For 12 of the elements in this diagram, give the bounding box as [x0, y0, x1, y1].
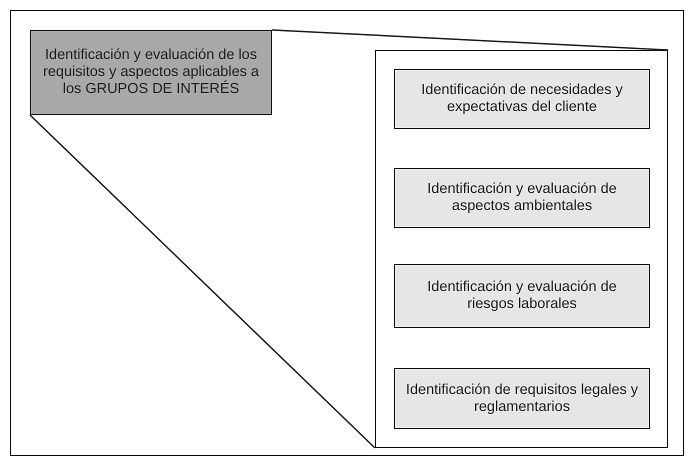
box-text: Identificación y evaluación de los requisitos y aspectos aplicables a los GRUPOS DE INTERÉS: [42, 47, 260, 98]
process-box: [394, 368, 650, 429]
box-text: Identificación y evaluación de riesgos laborales: [426, 279, 618, 313]
box-text: Identificación y evaluación de aspectos ambientales: [426, 181, 618, 215]
highlighted-box: [30, 30, 272, 115]
process-box: [394, 264, 650, 328]
box-text: Identificación de necesidades y expectativas del cliente: [420, 82, 624, 116]
group-box: [375, 50, 668, 448]
box-text: Identificación de requisitos legales y reglamentarios: [404, 382, 640, 416]
connector-line: [272, 29, 668, 51]
process-box: [394, 69, 650, 129]
process-box: [394, 168, 650, 228]
